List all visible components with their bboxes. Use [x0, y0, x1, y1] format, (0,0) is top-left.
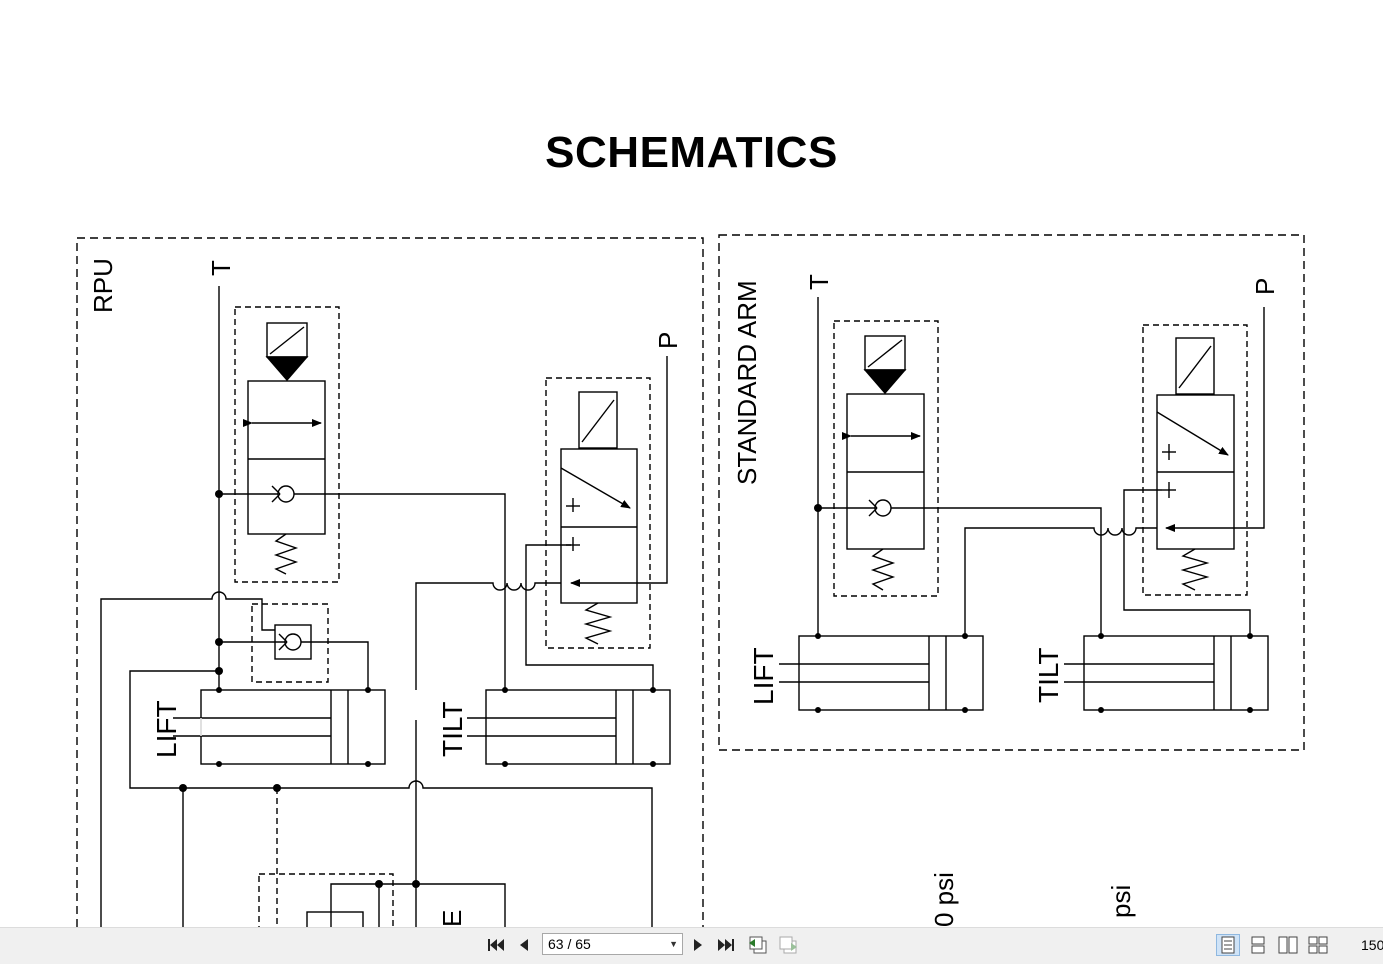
- last-page-icon[interactable]: [716, 934, 736, 956]
- psi-label-2: psi: [1106, 885, 1136, 918]
- zoom-level[interactable]: 150: [1361, 937, 1383, 953]
- continuous-icon[interactable]: [1246, 934, 1270, 956]
- page-number-field[interactable]: 63 / 65 ▼: [542, 933, 683, 955]
- previous-view-icon[interactable]: [746, 934, 770, 956]
- rpu-label: RPU: [88, 258, 118, 313]
- document-page: SCHEMATICS: [76, 128, 1305, 927]
- page-indicator: 63 / 65: [548, 936, 591, 952]
- next-view-icon[interactable]: [776, 934, 800, 956]
- t-label-right: T: [804, 274, 834, 290]
- facing-icon[interactable]: [1276, 934, 1300, 956]
- next-page-icon[interactable]: [690, 934, 706, 956]
- e-label-partial: E: [437, 910, 467, 927]
- p-label-right: P: [1250, 278, 1280, 295]
- continuous-facing-icon[interactable]: [1306, 934, 1330, 956]
- lift-label-left: LIFT: [151, 700, 182, 758]
- rpu-boundary: [76, 237, 704, 927]
- lift-label-right: LIFT: [748, 647, 779, 705]
- psi-label-1: 0 psi: [929, 872, 959, 927]
- viewer-toolbar: 63 / 65 ▼ 150: [0, 927, 1383, 964]
- previous-page-icon[interactable]: [516, 934, 532, 956]
- t-label-left: T: [206, 260, 236, 276]
- first-page-icon[interactable]: [486, 934, 506, 956]
- chevron-down-icon[interactable]: ▼: [669, 939, 678, 949]
- single-page-icon[interactable]: [1216, 934, 1240, 956]
- standard-arm-boundary: [718, 234, 1305, 751]
- standard-arm-label: STANDARD ARM: [732, 280, 762, 485]
- tilt-label-right: TILT: [1033, 648, 1064, 703]
- p-label-left: P: [653, 332, 683, 349]
- page-title: SCHEMATICS: [545, 128, 838, 177]
- hydraulic-schematic: RPU T P LIFT TILT E STANDARD ARM T P LIF…: [76, 234, 1305, 927]
- tilt-label-left: TILT: [437, 702, 468, 757]
